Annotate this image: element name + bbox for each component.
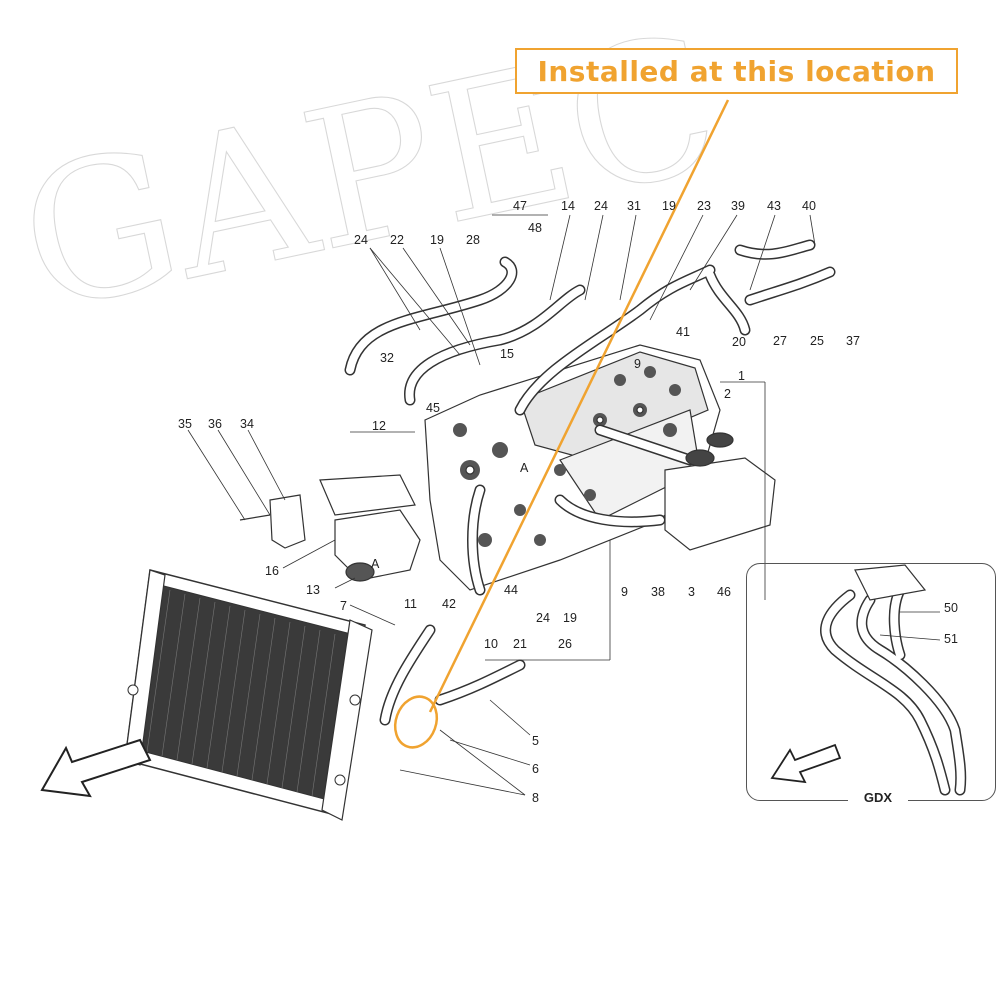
part-label: 19 — [563, 611, 577, 625]
part-label: 41 — [676, 325, 690, 339]
part-label: 27 — [773, 334, 787, 348]
part-label: 13 — [306, 583, 320, 597]
inset-direction-arrow-icon — [770, 743, 842, 784]
part-label: 46 — [717, 585, 731, 599]
part-label: 43 — [767, 199, 781, 213]
part-label: 5 — [532, 734, 539, 748]
expansion-tank — [664, 432, 776, 551]
part-label: 16 — [265, 564, 279, 578]
part-label: 28 — [466, 233, 480, 247]
callout-text: Installed at this location — [537, 54, 936, 88]
thermostat-housing — [319, 474, 421, 582]
part-label: 14 — [561, 199, 575, 213]
part-label: 3 — [688, 585, 695, 599]
part-label: 34 — [240, 417, 254, 431]
part-label: 12 — [372, 419, 386, 433]
inset-detail-frame — [746, 563, 996, 801]
part-label: 6 — [532, 762, 539, 776]
part-label: 7 — [340, 599, 347, 613]
callout-leader — [393, 99, 730, 749]
front-direction-arrow-icon — [40, 738, 152, 798]
part-label: A — [371, 557, 380, 571]
part-label: 51 — [944, 632, 958, 646]
part-label: 20 — [732, 335, 746, 349]
part-label: 23 — [697, 199, 711, 213]
part-label: 21 — [513, 637, 527, 651]
part-label: 36 — [208, 417, 222, 431]
part-label: 24 — [536, 611, 550, 625]
part-label: 24 — [354, 233, 368, 247]
part-label: A — [520, 461, 529, 475]
part-label: 11 — [404, 597, 417, 611]
part-label: 8 — [532, 791, 539, 805]
part-label: 19 — [430, 233, 444, 247]
part-label: 22 — [390, 233, 404, 247]
part-label: 48 — [528, 221, 542, 235]
part-label: 50 — [944, 601, 958, 615]
part-label: 19 — [662, 199, 676, 213]
part-label: 45 — [426, 401, 440, 415]
part-label: 26 — [558, 637, 572, 651]
part-number-labels: 47 14 24 31 19 23 39 43 40 48 28 24 22 1… — [178, 199, 958, 805]
part-label: 25 — [810, 334, 824, 348]
label-leader-lines — [187, 214, 941, 796]
part-label: 1 — [738, 369, 745, 383]
part-label: 32 — [380, 351, 394, 365]
radiator — [124, 569, 373, 821]
part-label: 37 — [846, 334, 860, 348]
inset-label: GDX — [848, 790, 908, 805]
inset-hose-drawing — [820, 564, 967, 796]
part-label: 42 — [442, 597, 456, 611]
part-label: 15 — [500, 347, 514, 361]
part-label: 35 — [178, 417, 192, 431]
part-label: 47 — [513, 199, 527, 213]
callout-box: Installed at this location — [515, 48, 958, 94]
part-label: 38 — [651, 585, 665, 599]
part-label: 9 — [634, 357, 641, 371]
part-label: 44 — [504, 583, 518, 597]
mounting-bracket — [239, 494, 306, 549]
part-label: 10 — [484, 637, 498, 651]
coolant-hoses — [344, 239, 836, 726]
part-label: 2 — [724, 387, 731, 401]
part-label: 39 — [731, 199, 745, 213]
part-label: 9 — [621, 585, 628, 599]
part-label: 31 — [627, 199, 641, 213]
part-label: 40 — [802, 199, 816, 213]
part-label: 24 — [594, 199, 608, 213]
